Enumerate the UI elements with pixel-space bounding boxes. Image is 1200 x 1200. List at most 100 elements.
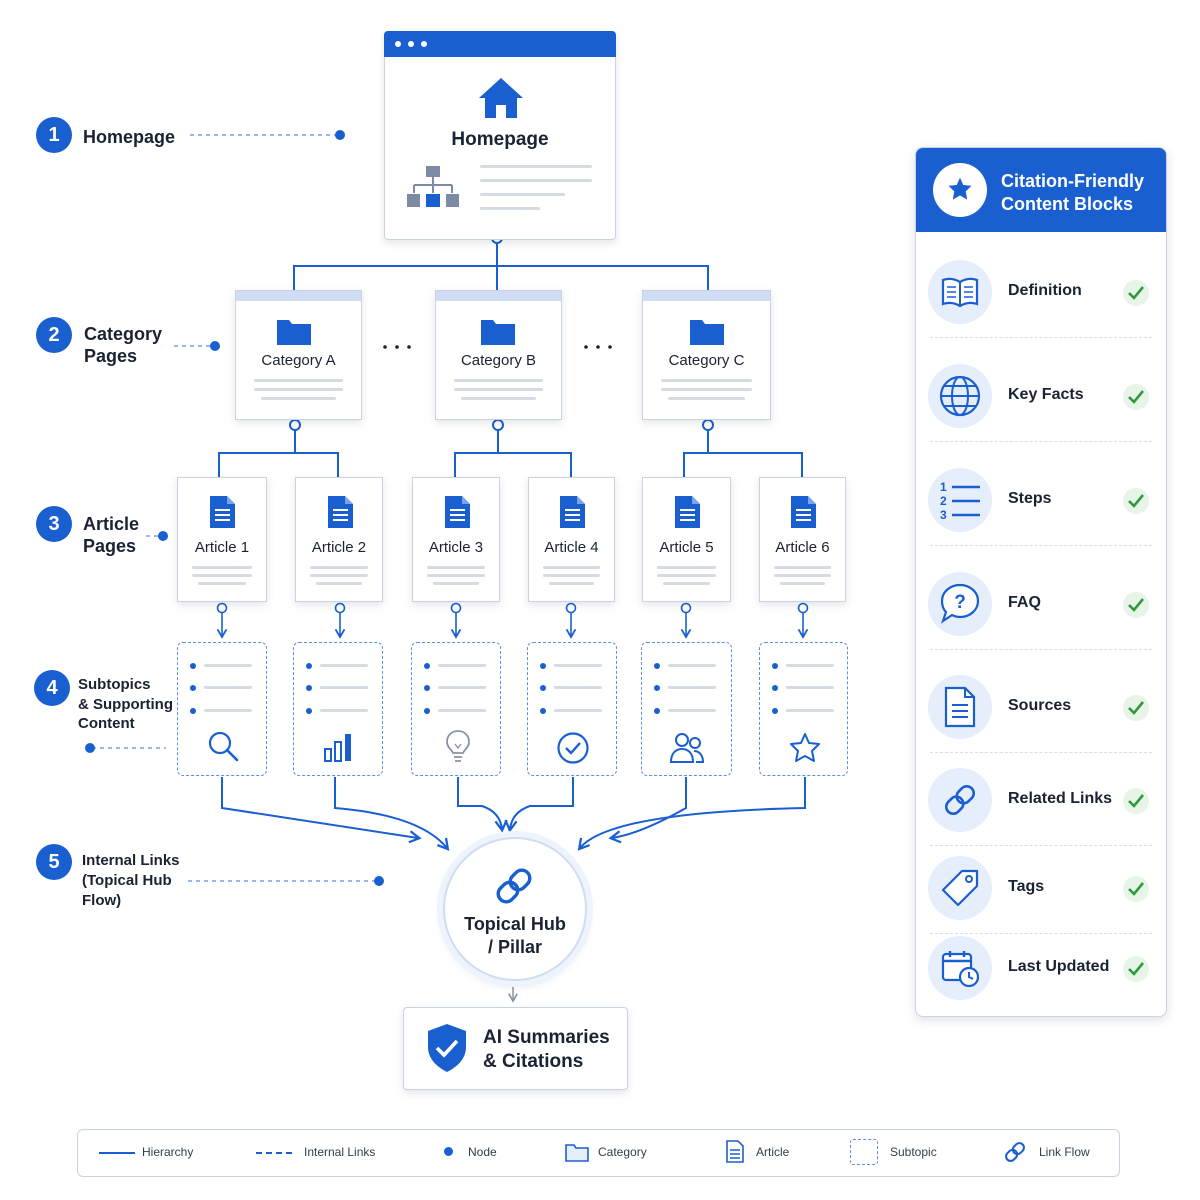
document-icon [944,686,976,728]
hierarchy-line-icon [99,1152,135,1154]
legend: Hierarchy Internal Links Node Category A… [77,1129,1120,1177]
step-3-badge: 3 [36,506,72,542]
folder-icon [565,1144,589,1162]
link-icon [1005,1142,1025,1162]
panel-title-line1: Citation-Friendly [1001,171,1144,191]
block-tags: Tags [916,844,1166,934]
article-icon [328,496,353,528]
step-5-label-line2: (Topical Hub [82,872,172,889]
numbered-list-icon: 123 [940,480,980,522]
step-2-label: Category Pages [84,323,162,367]
homepage-title: Homepage [451,129,549,150]
block-sources: Sources [916,663,1166,753]
hub-label-line1: Topical Hub [464,914,566,934]
star-icon [790,733,820,762]
folder-icon [481,320,515,345]
panel-badge [933,163,987,217]
svg-text:?: ? [954,592,966,613]
svg-text:2: 2 [940,494,947,508]
step-4-label-line2: & Supporting [78,695,173,713]
block-faq-label: FAQ [1008,594,1041,611]
article-icon [445,496,470,528]
block-tags-label: Tags [1008,878,1045,895]
article-1-label: Article 1 [194,539,250,556]
step-2-label-line2: Pages [84,346,138,366]
block-last-updated-label: Last Updated [1008,958,1110,975]
subtopic-box-1 [177,642,267,776]
article-5-label: Article 5 [659,539,714,556]
article-4-node: Article 4 [528,477,615,602]
block-key-facts-label: Key Facts [1008,386,1084,403]
subtopic-box-3 [411,642,501,776]
step-5-label-line3: Flow) [82,892,122,909]
category-a-node: Category A [235,290,362,420]
article-icon [675,496,700,528]
link-icon [944,784,976,816]
block-related-links-label: Related Links [1008,790,1113,807]
bar-chart-icon [324,734,351,762]
citation-blocks-panel: Citation-Friendly Content Blocks Definit… [915,147,1167,1017]
svg-text:1: 1 [940,480,947,494]
check-icon [1128,494,1145,508]
subtopic-box-4 [527,642,617,776]
step-5-badge: 5 [36,844,72,880]
check-icon [1128,882,1145,896]
star-icon [948,177,972,200]
search-icon [208,731,239,762]
hub-label-line2: / Pillar [487,937,543,957]
step-5-label-line1: Internal Links [82,852,180,869]
lightbulb-icon [446,730,470,762]
step-4-label: Subtopics & Supporting Content [78,675,173,734]
category-c-label: Category C [668,352,745,369]
block-definition: Definition [916,248,1166,338]
article-1-node: Article 1 [177,477,267,602]
article-2-label: Article 2 [311,539,367,556]
article-3-label: Article 3 [428,539,484,556]
legend-link-flow: Link Flow [1039,1145,1090,1159]
node-dot-icon [444,1147,453,1156]
step-1-label: Homepage [83,127,176,147]
article-4-label: Article 4 [544,539,599,556]
sitemap-icon [407,166,459,207]
article-icon [791,496,816,528]
category-b-label: Category B [460,352,537,369]
homepage-node: Homepage [384,31,616,240]
step-2-badge: 2 [36,317,72,353]
step-2-label-line1: Category [84,324,163,344]
step-4-label-line3: Content [78,715,135,732]
article-2-node: Article 2 [295,477,383,602]
step-3-label: Article Pages [83,513,139,557]
legend-hierarchy: Hierarchy [142,1145,194,1159]
article-icon [726,1140,744,1163]
block-last-updated: Last Updated [916,924,1166,1014]
article-icon [210,496,235,528]
step-4-badge: 4 [34,670,70,706]
step-3-label-line1: Article [83,514,140,534]
legend-internal-links: Internal Links [304,1145,376,1159]
check-icon [1128,598,1145,612]
check-icon [1128,286,1145,300]
legend-node: Node [468,1145,497,1159]
check-icon [1128,962,1145,976]
ai-label-line1: AI Summaries [483,1027,610,1048]
legend-subtopic: Subtopic [890,1145,937,1159]
category-c-node: Category C [642,290,771,420]
home-icon [479,78,523,118]
panel-title: Citation-Friendly Content Blocks [1001,170,1161,216]
book-icon [941,277,979,308]
subtopic-box-5 [641,642,732,776]
panel-title-line2: Content Blocks [1001,194,1134,214]
calendar-clock-icon [941,951,980,988]
article-6-label: Article 6 [775,539,830,556]
internal-links-line-icon [256,1152,294,1154]
article-icon [560,496,585,528]
topical-hub-node: Topical Hub / Pillar [443,837,587,981]
tag-icon [941,869,979,907]
subtopic-box-6 [759,642,848,776]
block-key-facts: Key Facts [916,352,1166,442]
subtopic-box-2 [293,642,383,776]
ai-summaries-node: AI Summaries & Citations [403,1007,628,1090]
folder-icon [277,320,311,345]
